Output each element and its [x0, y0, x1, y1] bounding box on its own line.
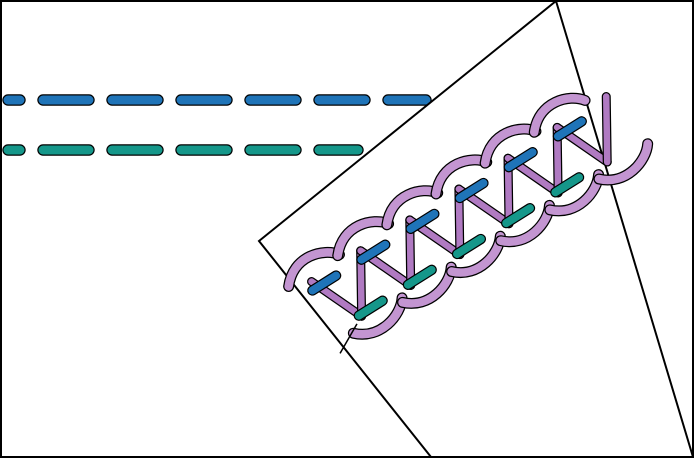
overcast-seam-band — [283, 92, 654, 354]
band-blue-stitch — [454, 177, 489, 204]
band-teal-stitch — [550, 172, 585, 198]
band-blue-stitch — [307, 270, 342, 296]
band-teal-stitch — [353, 295, 388, 321]
band-blue-stitch — [552, 116, 587, 142]
thread-tail — [339, 323, 358, 354]
folded-fabric-panel — [257, 0, 694, 458]
band-blue-stitch — [405, 208, 440, 234]
band-blue-stitch — [503, 147, 538, 173]
band-blue-stitch — [356, 239, 391, 265]
overcast-loop — [594, 139, 652, 185]
band-teal-stitch — [402, 264, 437, 290]
band-teal-stitch — [501, 203, 536, 229]
band-teal-stitch — [451, 233, 487, 260]
overcast-loop — [529, 93, 590, 137]
zigzag-thread — [603, 93, 611, 166]
back-running-stitches — [2, 94, 432, 156]
